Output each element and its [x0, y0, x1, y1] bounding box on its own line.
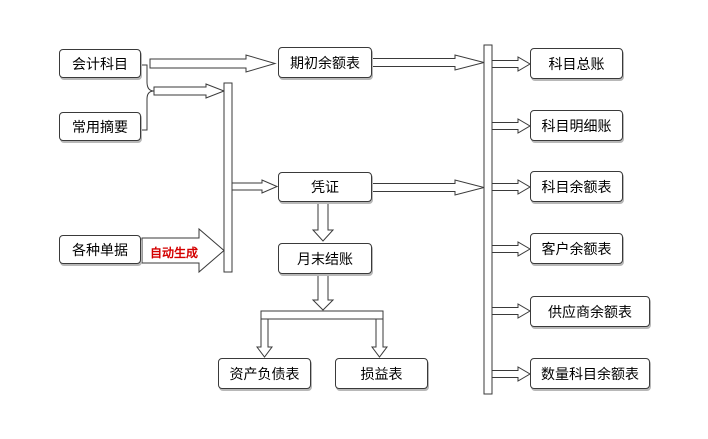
node-common-summary: 常用摘要	[59, 112, 141, 141]
node-quantity-subject-balance: 数量科目余额表	[530, 358, 650, 389]
arrow-to-general-ledger	[491, 56, 531, 72]
arrow-opening-to-bar	[370, 54, 486, 71]
arrow-split-to-income	[371, 318, 388, 358]
arrow-documents-to-left-bar	[141, 227, 225, 274]
arrow-voucher-to-bar	[370, 179, 486, 196]
arrow-subjects-to-opening	[149, 54, 277, 73]
node-various-documents: 各种单据	[59, 235, 141, 264]
arrow-to-detail-ledger	[491, 118, 531, 134]
node-subject-balance: 科目余额表	[530, 171, 623, 202]
arrow-left-bar-to-voucher	[231, 179, 279, 194]
split-bar	[260, 310, 384, 320]
node-customer-balance: 客户余额表	[530, 233, 623, 264]
arrow-to-customer-balance	[491, 241, 531, 257]
auto-generate-label: 自动生成	[150, 246, 199, 260]
node-supplier-balance: 供应商余额表	[530, 296, 650, 327]
node-general-ledger: 科目总账	[530, 48, 623, 79]
left-collector-bar	[223, 82, 233, 273]
node-balance-sheet: 资产负债表	[218, 358, 311, 389]
arrow-to-quantity-balance	[491, 366, 531, 382]
arrow-bracket-to-left-bar	[153, 83, 226, 99]
node-opening-balance: 期初余额表	[278, 47, 372, 78]
merge-bracket	[140, 64, 155, 131]
arrow-to-subject-balance	[491, 179, 531, 195]
node-accounting-subjects: 会计科目	[59, 49, 141, 78]
node-income-statement: 损益表	[335, 358, 428, 389]
right-distributor-bar	[483, 44, 493, 395]
node-detail-ledger: 科目明细账	[530, 110, 623, 141]
arrow-to-supplier-balance	[491, 303, 531, 319]
arrow-closing-to-split	[311, 273, 335, 311]
arrow-voucher-to-closing	[311, 200, 335, 242]
node-voucher: 凭证	[278, 172, 372, 202]
arrow-split-to-balance-sheet	[256, 318, 273, 358]
node-month-end-closing: 月末结账	[278, 243, 372, 274]
